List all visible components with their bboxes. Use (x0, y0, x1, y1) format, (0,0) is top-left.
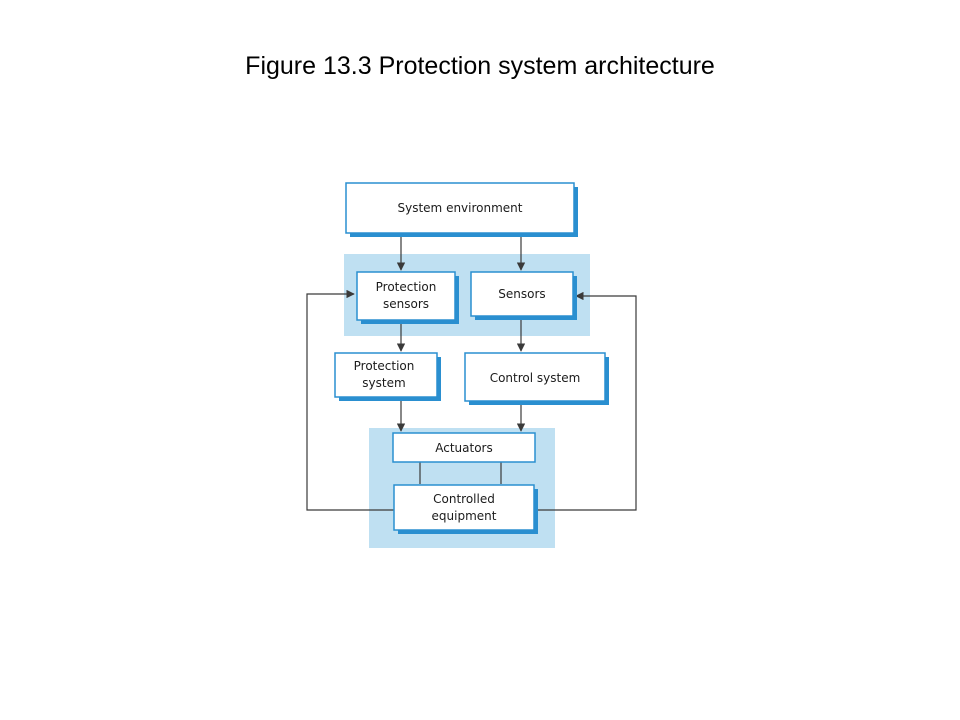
system-environment-box: System environment (345, 182, 578, 237)
controlled-equipment-label-line-1: Controlled (433, 492, 495, 506)
protection-sensors-label-line-1: Protection (376, 280, 437, 294)
feedback-equipment-to-sensors (533, 291, 637, 511)
actuators-label: Actuators (435, 441, 493, 455)
controlled-equipment-box: Controlled equipment (393, 484, 538, 534)
protection-system-label-line-1: Protection (354, 359, 415, 373)
protection-sensors-label-line-2: sensors (383, 297, 429, 311)
control-system-box: Control system (464, 352, 609, 405)
protection-system-box: Protection system (334, 352, 441, 401)
controlled-equipment-label-line-2: equipment (432, 509, 497, 523)
feedback-equipment-to-protection-sensors (306, 289, 394, 511)
protection-sensors-box: Protection sensors (356, 271, 459, 324)
system-environment-label: System environment (398, 201, 523, 215)
actuators-box: Actuators (392, 432, 536, 463)
sensors-label: Sensors (498, 287, 545, 301)
protection-system-label-line-2: system (362, 376, 405, 390)
control-system-label: Control system (490, 371, 581, 385)
page-title: Figure 13.3 Protection system architectu… (245, 52, 715, 80)
sensors-box: Sensors (470, 271, 577, 320)
